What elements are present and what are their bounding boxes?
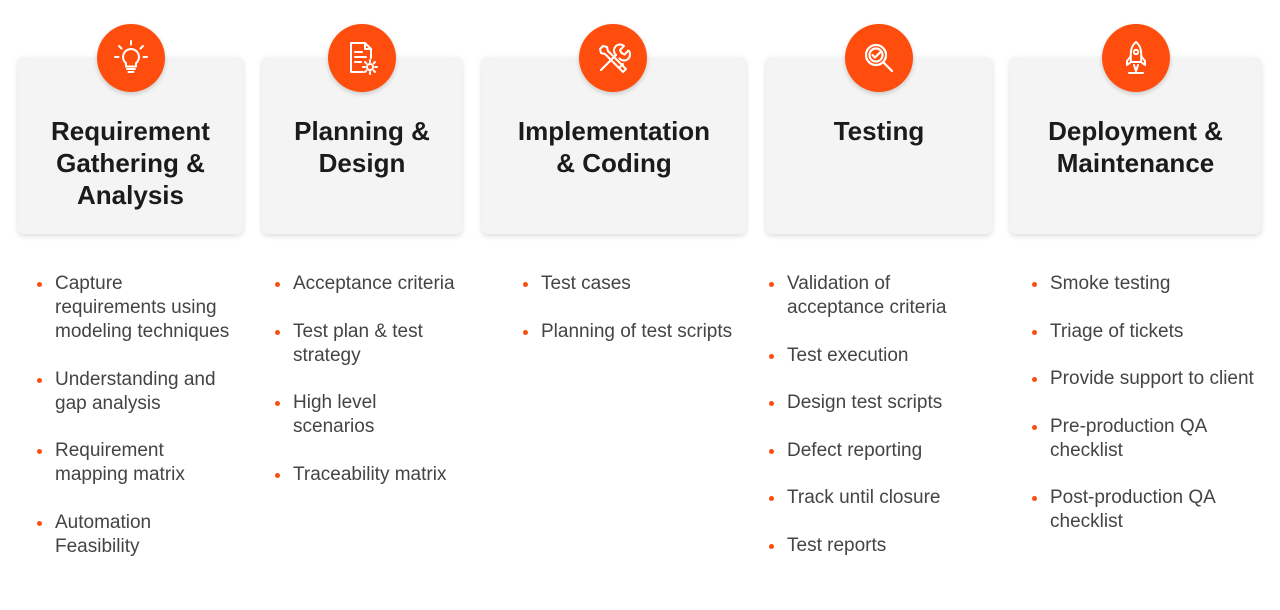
stage-items: Acceptance criteria Test plan & test str… [275,272,460,510]
list-item: Pre-production QA checklist [1032,415,1257,463]
stage-title: Deployment & Maintenance [1048,116,1223,178]
list-item: Capture requirements using modeling tech… [37,272,237,344]
stage-title: Planning & Design [294,116,430,178]
stage-title: Implementation & Coding [517,116,711,178]
list-item: Test plan & test strategy [275,320,460,368]
stage-items: Test cases Planning of test scripts [523,272,743,367]
list-item: Traceability matrix [275,463,460,487]
wrench-pencil-icon [579,24,647,92]
list-item: Requirement mapping matrix [37,439,237,487]
list-item: Test execution [769,344,991,368]
list-item: Understanding and gap analysis [37,368,237,416]
list-item: Test cases [523,272,743,296]
lightbulb-icon [97,24,165,92]
stage-items: Capture requirements using modeling tech… [37,272,237,582]
stage-title: Requirement Gathering & Analysis [51,116,210,210]
rocket-icon [1102,24,1170,92]
list-item: Acceptance criteria [275,272,460,296]
list-item: Test reports [769,534,991,558]
stage-items: Smoke testing Triage of tickets Provide … [1032,272,1257,558]
stage-title: Testing [833,116,925,146]
list-item: Validation of acceptance criteria [769,272,991,320]
list-item: Automation Feasibility [37,511,237,559]
document-gear-icon [328,24,396,92]
stage-items: Validation of acceptance criteria Test e… [769,272,991,581]
list-item: Design test scripts [769,391,991,415]
list-item: High level scenarios [275,391,460,439]
list-item: Track until closure [769,486,991,510]
list-item: Defect reporting [769,439,991,463]
magnifier-check-icon [845,24,913,92]
list-item: Smoke testing [1032,272,1257,296]
list-item: Provide support to client [1032,367,1257,391]
list-item: Triage of tickets [1032,320,1257,344]
list-item: Planning of test scripts [523,320,743,344]
list-item: Post-production QA checklist [1032,486,1257,534]
